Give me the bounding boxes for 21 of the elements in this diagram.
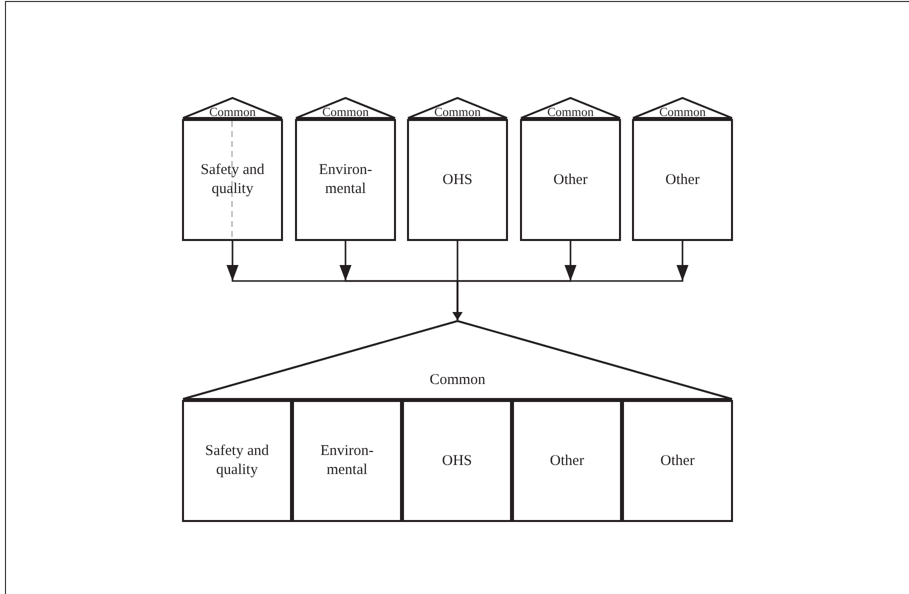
section-box: [292, 400, 402, 522]
section-box: [512, 400, 622, 522]
section-box: [402, 400, 512, 522]
section-label: OHS: [442, 170, 472, 190]
section-label: Safety and quality: [200, 161, 266, 199]
section-label: Other: [660, 452, 695, 470]
section-box: [622, 400, 733, 522]
roof-label: Common: [430, 371, 486, 390]
section-label: Safety and quality: [204, 442, 270, 480]
section-label: Environ-mental: [318, 161, 374, 199]
section-box: [182, 400, 292, 522]
section-label: Environ-mental: [319, 442, 375, 480]
roof-label: Common: [547, 106, 594, 118]
roof-label: Common: [659, 106, 706, 118]
section-label: Other: [553, 170, 588, 190]
section-label: Other: [550, 452, 584, 470]
section-label: OHS: [442, 452, 472, 470]
section-label: Other: [665, 170, 700, 190]
roof-label: Common: [434, 106, 481, 118]
roof-label: Common: [209, 106, 256, 118]
roof-label: Common: [322, 106, 369, 118]
